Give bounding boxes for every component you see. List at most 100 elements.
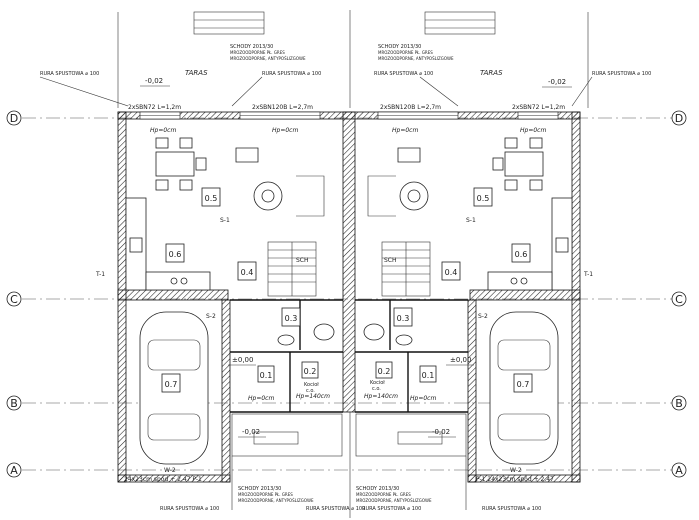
- svg-text:0.1: 0.1: [260, 371, 273, 380]
- window-label-c: 2xSBN120B L=2,7m: [380, 104, 441, 111]
- svg-text:SCHODY 2013/30: SCHODY 2013/30: [356, 486, 399, 492]
- svg-text:A: A: [10, 464, 18, 477]
- svg-text:0.6: 0.6: [515, 250, 528, 259]
- stairs-note-bottom-right: SCHODY 2013/30 MROZOODPORNE PŁ. GRES MRO…: [356, 486, 432, 503]
- level-terrace-right: -0,02: [548, 78, 566, 86]
- hp-label-5: Hp=0cm: [248, 395, 274, 402]
- axis-bubble-a-right: A: [671, 462, 687, 478]
- terrace-label-right: TARAS: [480, 69, 503, 77]
- svg-text:SCHODY 2013/30: SCHODY 2013/30: [230, 44, 273, 50]
- svg-text:A: A: [675, 464, 683, 477]
- room-0.5-left: 0.5: [201, 187, 221, 207]
- terrace-stairs-left: [193, 11, 265, 35]
- axis-bubble-c-right: C: [671, 291, 687, 307]
- svg-text:0.3: 0.3: [285, 314, 298, 323]
- svg-text:C: C: [675, 293, 683, 306]
- downpipe-label-2: RURA SPUSTOWA ⌀ 100: [262, 71, 321, 77]
- room-0.4-right: 0.4: [441, 261, 461, 281]
- axis-bubble-b-right: B: [671, 395, 687, 411]
- sofa-set-right: [367, 147, 429, 217]
- kitchen-left: [125, 197, 211, 291]
- axis-bubble-b-left: B: [6, 395, 22, 411]
- hp-label-7: Hp=140cm: [296, 393, 330, 400]
- svg-text:0.5: 0.5: [205, 194, 218, 203]
- svg-text:0.4: 0.4: [445, 268, 458, 277]
- svg-text:MROZOODPORNE, ANTYPOŚLIZGOWE: MROZOODPORNE, ANTYPOŚLIZGOWE: [378, 56, 454, 61]
- svg-text:C: C: [10, 293, 18, 306]
- room-0.2-right: 0.2: [375, 361, 393, 379]
- stairs-note-top-left: SCHODY 2013/30 MROZOODPORNE PŁ. GRES MRO…: [230, 44, 306, 61]
- svg-text:MROZOODPORNE PŁ. GRES: MROZOODPORNE PŁ. GRES: [378, 50, 433, 55]
- mark-t1-right: T-1: [583, 271, 593, 278]
- svg-text:0.6: 0.6: [169, 250, 182, 259]
- downpipe-label-8: RURA SPUSTOWA ⌀ 100: [482, 506, 541, 512]
- axis-bubble-d-right: D: [671, 110, 687, 126]
- bathroom-fixtures-right: [363, 323, 413, 346]
- level-ground-right: ±0,00: [450, 356, 471, 364]
- hp-label-3: Hp=0cm: [392, 127, 418, 134]
- svg-text:SCHODY 2013/30: SCHODY 2013/30: [238, 486, 281, 492]
- axis-bubble-a-left: A: [6, 462, 22, 478]
- downpipe-label-1: RURA SPUSTOWA ⌀ 100: [40, 71, 99, 77]
- stairs-note-top-right: SCHODY 2013/30 MROZOODPORNE PŁ. GRES MRO…: [378, 44, 454, 61]
- vent-label-right: P-1 24x23cm spód + 2.47: [476, 476, 554, 483]
- svg-text:SCH: SCH: [384, 257, 397, 264]
- room-0.3-left: 0.3: [281, 307, 301, 327]
- hp-label-2: Hp=0cm: [272, 127, 298, 134]
- room-0.4-left: 0.4: [237, 261, 257, 281]
- svg-text:MROZOODPORNE, ANTYPOŚLIZGOWE: MROZOODPORNE, ANTYPOŚLIZGOWE: [356, 498, 432, 503]
- level-ground-left: ±0,00: [232, 356, 253, 364]
- room-0.6-left: 0.6: [165, 243, 185, 263]
- svg-text:Kocioł: Kocioł: [304, 382, 319, 388]
- vent-label-left: 24x23cm spód + 2.47 P-1: [124, 476, 202, 483]
- staircase-right: SCH: [381, 241, 431, 297]
- mark-s2-left: S-2: [206, 313, 216, 320]
- downpipe-label-3: RURA SPUSTOWA ⌀ 100: [374, 71, 433, 77]
- window-label-b: 2xSBN120B L=2,7m: [252, 104, 313, 111]
- hp-label-6: Hp=0cm: [410, 395, 436, 402]
- bathroom-fixtures-left: [277, 323, 335, 346]
- level-entry-left: -0,02: [242, 428, 260, 436]
- axis-bubble-c-left: C: [6, 291, 22, 307]
- svg-text:B: B: [675, 397, 683, 410]
- downpipe-label-4: RURA SPUSTOWA ⌀ 100: [592, 71, 651, 77]
- svg-text:0.1: 0.1: [422, 371, 435, 380]
- mark-w2-left: W-2: [164, 467, 176, 474]
- downpipe-label-7: RURA SPUSTOWA ⌀ 100: [362, 506, 421, 512]
- hp-label-4: Hp=0cm: [520, 127, 546, 134]
- garage-walls: [117, 289, 581, 483]
- room-0.2-left: 0.2: [301, 361, 319, 379]
- mark-w2-right: W-2: [510, 467, 522, 474]
- room-0.7-left: 0.7: [161, 373, 181, 393]
- svg-text:0.2: 0.2: [304, 367, 317, 376]
- svg-text:D: D: [10, 112, 18, 125]
- room-0.1-right: 0.1: [419, 365, 437, 383]
- svg-text:MROZOODPORNE, ANTYPOŚLIZGOWE: MROZOODPORNE, ANTYPOŚLIZGOWE: [238, 498, 314, 503]
- room-0.5-right: 0.5: [473, 187, 493, 207]
- dining-table-right: [492, 137, 544, 191]
- svg-text:MROZOODPORNE PŁ. GRES: MROZOODPORNE PŁ. GRES: [356, 492, 411, 497]
- mark-s1-left: S-1: [220, 217, 230, 224]
- svg-text:D: D: [675, 112, 683, 125]
- entry-steps-left: [231, 413, 343, 510]
- window-label-d: 2xSBN72 L=1,2m: [512, 104, 565, 111]
- svg-text:0.5: 0.5: [477, 194, 490, 203]
- svg-text:SCH: SCH: [296, 257, 309, 264]
- downpipe-label-6: RURA SPUSTOWA ⌀ 100: [306, 506, 365, 512]
- hp-label-8: Hp=140cm: [364, 393, 398, 400]
- level-entry-right: -0,02: [432, 428, 450, 436]
- room-0.6-right: 0.6: [511, 243, 531, 263]
- room-0.1-left: 0.1: [257, 365, 275, 383]
- staircase-left: SCH: [267, 241, 317, 297]
- downpipe-label-5: RURA SPUSTOWA ⌀ 100: [160, 506, 219, 512]
- svg-text:Kocioł: Kocioł: [370, 380, 385, 386]
- svg-text:0.7: 0.7: [165, 380, 178, 389]
- svg-text:0.3: 0.3: [397, 314, 410, 323]
- terrace-stairs-right: [424, 11, 496, 35]
- svg-text:0.7: 0.7: [517, 380, 530, 389]
- mark-t1-left: T-1: [95, 271, 105, 278]
- window-label-a: 2xSBN72 L=1,2m: [128, 104, 181, 111]
- svg-text:SCHODY 2013/30: SCHODY 2013/30: [378, 44, 421, 50]
- boiler-label-left: Kocioł c.o.: [304, 382, 319, 394]
